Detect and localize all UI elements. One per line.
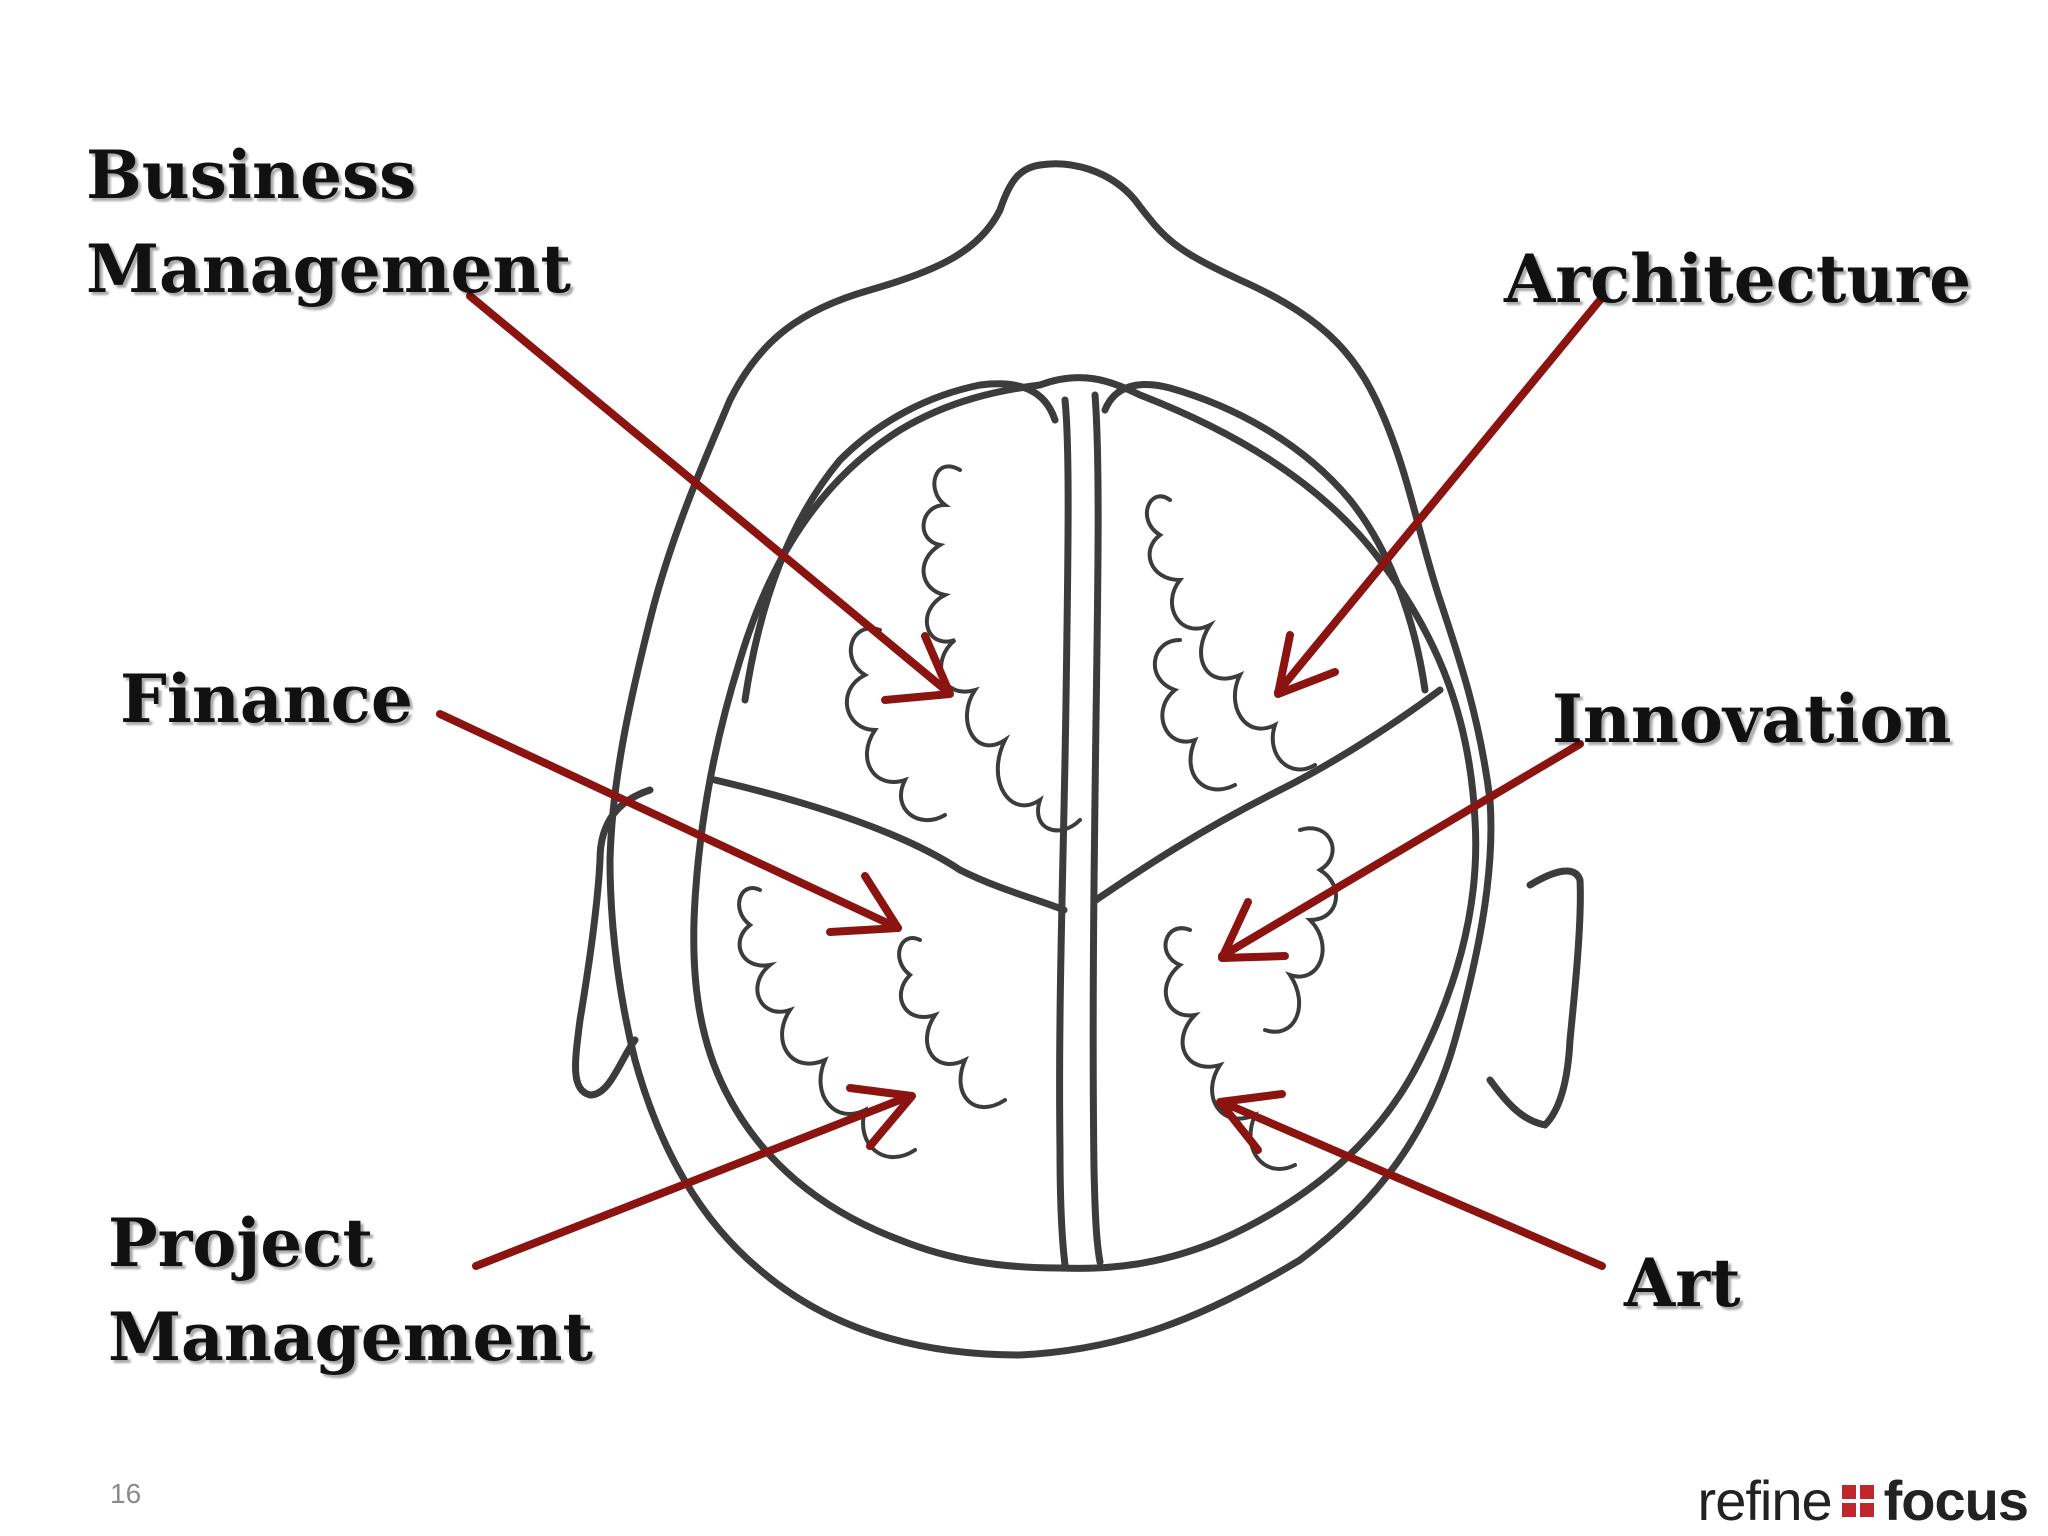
label-architecture: Architecture	[1504, 232, 1971, 326]
label-business-management: Business Management	[86, 128, 571, 316]
fold-right-upper-2	[1152, 638, 1237, 792]
arrow-head-art	[1216, 1090, 1286, 1154]
fold-left-upper-2	[845, 626, 947, 822]
arrow-business-management	[466, 292, 952, 696]
label-business-line2: Management	[86, 230, 572, 308]
label-art: Art	[1624, 1236, 1740, 1330]
right-upper-lobe	[1101, 381, 1429, 694]
arrow-finance	[436, 710, 902, 932]
label-finance: Finance	[120, 652, 413, 746]
label-project-line2: Management	[108, 1298, 594, 1376]
arrow-innovation	[1218, 740, 1584, 960]
arrow-head-business-management	[881, 632, 954, 704]
left-lobe-divider	[711, 776, 1068, 914]
arrow-architecture	[1274, 296, 1604, 696]
central-fissure-right	[1089, 391, 1104, 1266]
left-ear-outline	[572, 786, 654, 1099]
label-innovation-text: Innovation	[1552, 680, 1952, 758]
fold-left-lower-2	[897, 936, 1007, 1110]
logo: refine focus	[1697, 1468, 2029, 1533]
central-fissure	[1056, 396, 1072, 1269]
logo-squares-icon	[1841, 1484, 1874, 1517]
label-project-management: Project Management	[108, 1196, 593, 1384]
fold-right-lower-2	[1263, 826, 1338, 1034]
arrow-head-architecture	[1274, 631, 1339, 698]
label-finance-text: Finance	[120, 660, 413, 738]
arrow-head-finance	[826, 872, 902, 936]
left-upper-lobe	[741, 380, 1059, 704]
arrow-project-management	[472, 1092, 914, 1270]
label-project-line1: Project	[108, 1204, 373, 1282]
label-architecture-text: Architecture	[1504, 240, 1972, 318]
logo-text-refine: refine	[1697, 1469, 1833, 1532]
head-outline	[606, 160, 1495, 1359]
slide-number: 16	[110, 1478, 142, 1509]
arrow-art	[1218, 1098, 1606, 1270]
label-business-line1: Business	[86, 136, 417, 214]
right-ear-outline	[1486, 867, 1584, 1129]
right-lobe-divider	[1092, 686, 1444, 904]
fold-right-lower	[1163, 926, 1297, 1171]
fold-right-upper	[1144, 494, 1317, 772]
arrow-head-innovation	[1218, 898, 1289, 962]
label-art-text: Art	[1624, 1244, 1741, 1322]
fold-left-upper	[921, 464, 1082, 833]
logo-text-focus: focus	[1883, 1469, 2029, 1532]
arrow-head-project-management	[846, 1084, 916, 1150]
label-innovation: Innovation	[1552, 672, 1952, 766]
